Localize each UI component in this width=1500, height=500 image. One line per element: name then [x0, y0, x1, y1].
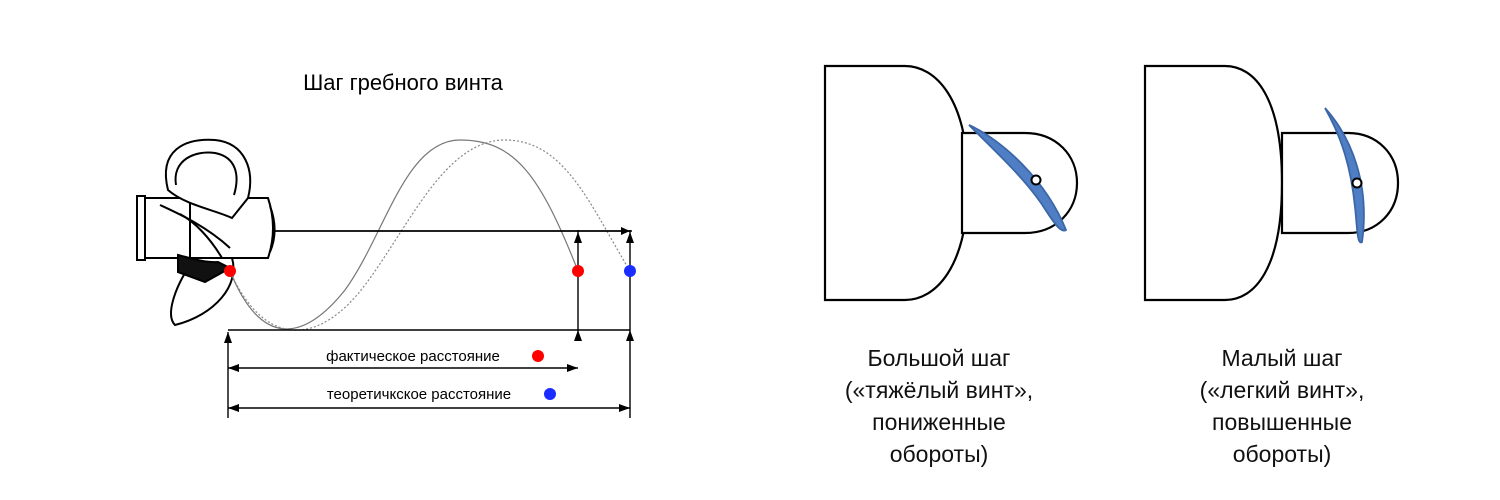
left-diagram-title: Шаг гребного винта — [303, 70, 504, 95]
measurement-lines — [227, 227, 632, 418]
theoretical-distance-legend-dot — [544, 388, 556, 400]
low-pitch-caption-line-1: Малый шаг — [1221, 345, 1342, 371]
high-pitch-caption-line-1: Большой шаг — [868, 345, 1011, 371]
low-pitch-caption-line-3: повышенные — [1212, 409, 1352, 435]
low-pitch-panel: Малый шаг («легкий винт», повышенные обо… — [1143, 64, 1400, 467]
high-pitch-caption-line-3: пониженные — [872, 409, 1006, 435]
actual-distance-label: фактическое расстояние — [326, 348, 500, 365]
actual-pitch-curve — [229, 139, 579, 330]
theoretical-distance-label: теоретичкское расстояние — [327, 386, 511, 403]
actual-end-marker — [572, 265, 584, 277]
measurement-arrows — [224, 232, 634, 412]
high-pitch-pivot — [1030, 174, 1042, 186]
left-diagram: Шаг гребного винта — [136, 70, 636, 418]
high-pitch-panel: Большой шаг («тяжёлый винт», пониженные … — [823, 64, 1079, 467]
low-pitch-blade — [1324, 107, 1365, 244]
start-marker — [224, 265, 236, 277]
high-pitch-caption-line-4: обороты) — [890, 441, 989, 467]
high-pitch-hub-body — [823, 64, 970, 302]
high-pitch-blade — [968, 124, 1068, 232]
low-pitch-pivot — [1351, 177, 1363, 189]
propeller-drawing — [136, 138, 276, 327]
high-pitch-caption-line-2: («тяжёлый винт», — [845, 377, 1033, 403]
theoretical-end-marker — [624, 265, 636, 277]
low-pitch-shaft — [1280, 131, 1400, 235]
theoretical-pitch-curve — [229, 139, 631, 331]
low-pitch-caption-line-2: («легкий винт», — [1200, 377, 1365, 403]
low-pitch-caption-line-4: обороты) — [1233, 441, 1332, 467]
actual-distance-legend-dot — [532, 350, 544, 362]
low-pitch-hub-body — [1143, 64, 1284, 302]
